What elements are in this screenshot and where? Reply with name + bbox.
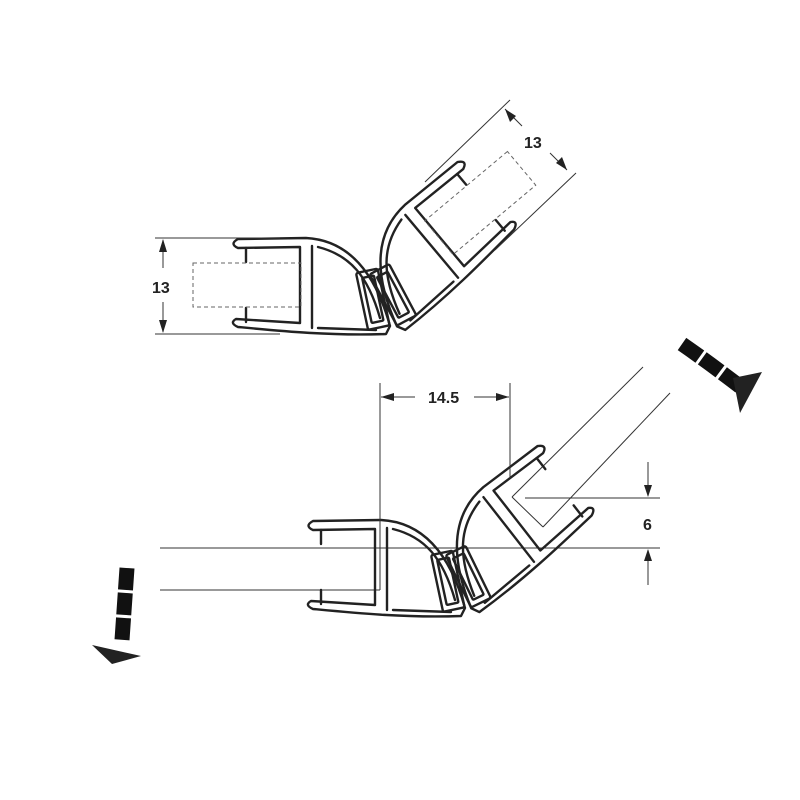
top-right-dimension: 13 <box>424 99 577 251</box>
bottom-right-profile <box>415 441 602 617</box>
glass-panel-right <box>511 366 671 528</box>
dimension-label-13-right: 13 <box>524 135 542 152</box>
top-right-profile <box>339 150 537 335</box>
glass-panel-left <box>160 547 660 591</box>
offset-dimension: 6 <box>525 462 660 585</box>
dimension-label-14-5: 14.5 <box>428 390 459 407</box>
top-left-dimension: 13 <box>152 237 280 335</box>
width-dimension: 14.5 <box>379 383 511 548</box>
bottom-left-profile <box>306 518 467 618</box>
swing-arrow-right-icon <box>677 337 762 413</box>
top-left-profile <box>192 236 392 336</box>
dimension-label-13-left: 13 <box>152 280 170 297</box>
dimension-label-6: 6 <box>643 517 652 534</box>
swing-arrow-left-icon <box>92 567 141 664</box>
